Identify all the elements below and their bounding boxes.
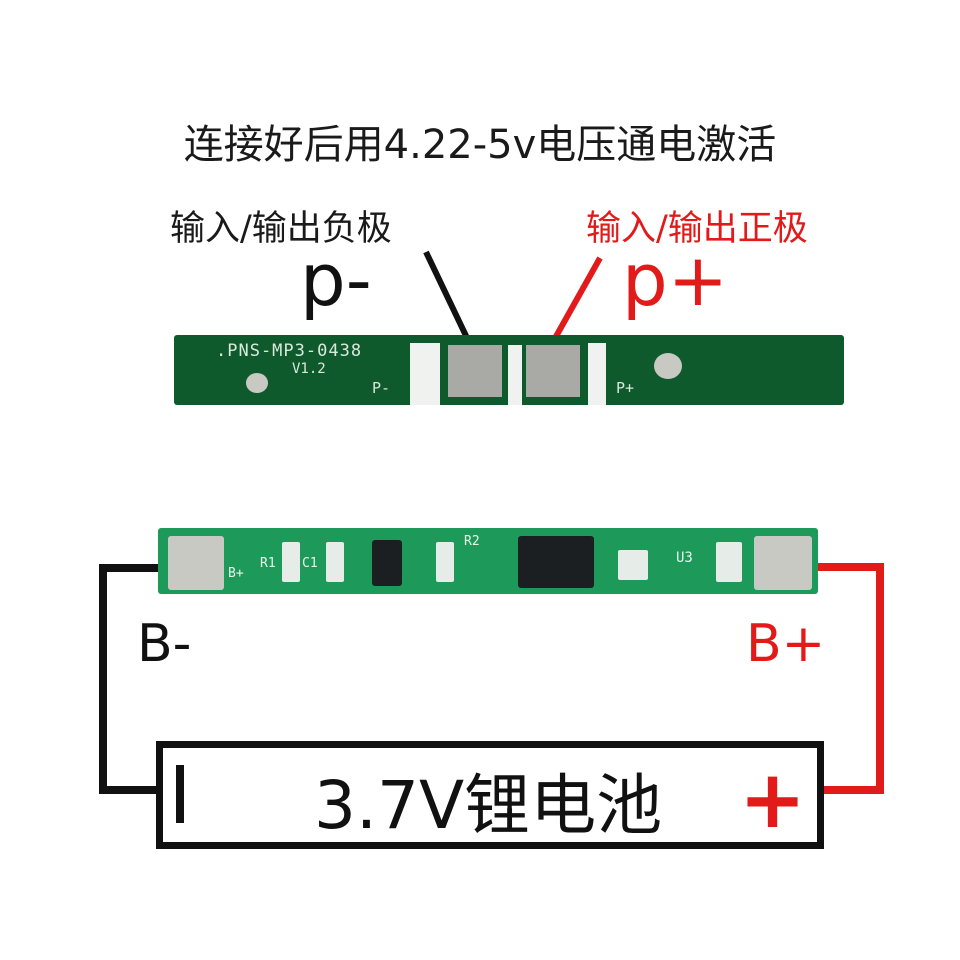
label-p-plus: p+ — [622, 238, 729, 322]
leader-line-positive — [551, 256, 603, 342]
ic-chip-main — [518, 536, 594, 588]
pcb-top-view: .PNS-MP3-0438 V1.2 P- P+ — [174, 335, 844, 405]
label-b-minus: B- — [137, 614, 192, 674]
mount-hole-right — [654, 353, 682, 379]
battery-label: 3.7V锂电池 — [314, 767, 663, 844]
silk-c1: C1 — [302, 556, 318, 571]
silk-r2: R2 — [464, 534, 480, 549]
mount-hole-left — [246, 373, 268, 393]
battery-box — [156, 741, 824, 849]
wire-positive — [818, 563, 884, 794]
resistor-r2 — [436, 542, 454, 582]
instruction-title: 连接好后用4.22-5v电压通电激活 — [183, 122, 777, 168]
silk-u3: U3 — [676, 550, 693, 566]
separator-strip — [508, 345, 522, 405]
label-output-positive: 输入/输出正极 — [586, 209, 808, 249]
battery-minus-symbol — [176, 765, 184, 823]
pad-p-plus — [526, 345, 580, 397]
silk-r1: R1 — [260, 556, 276, 571]
edge-strip — [588, 343, 606, 405]
silk-model: .PNS-MP3-0438 — [216, 341, 363, 361]
silk-bplus: B+ — [228, 566, 244, 581]
label-p-minus: p- — [300, 238, 372, 322]
pad-p-minus — [448, 345, 502, 397]
wire-negative — [99, 564, 164, 794]
via-strip — [410, 343, 440, 405]
resistor-r1 — [282, 542, 300, 582]
leader-line-negative — [423, 250, 471, 342]
silk-pad-pos: P+ — [616, 379, 635, 397]
silk-version: V1.2 — [292, 361, 326, 377]
pad-b-minus — [168, 536, 224, 590]
pcb-bottom-view: B+ R1 C1 R2 U3 — [158, 528, 818, 594]
component-right — [716, 542, 742, 582]
label-output-negative: 输入/输出负极 — [170, 209, 392, 249]
silk-pad-neg: P- — [372, 379, 391, 397]
pad-b-plus — [754, 536, 812, 590]
passive-component — [618, 550, 648, 580]
label-b-plus: B+ — [746, 614, 826, 674]
battery-plus-symbol: + — [739, 753, 807, 846]
capacitor-c1 — [326, 542, 344, 582]
ic-chip-small — [372, 540, 402, 586]
